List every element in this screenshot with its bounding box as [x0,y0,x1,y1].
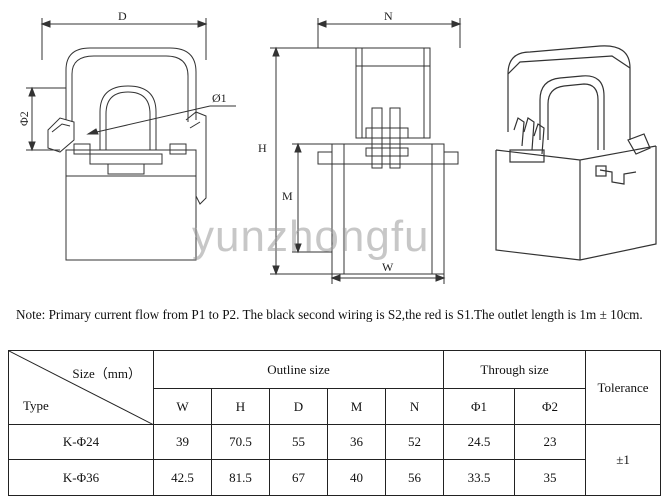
table-row: K-Φ36 42.5 81.5 67 40 56 33.5 35 [8,459,661,496]
spec-table: Size（mm） Type Outline size Through size … [8,350,662,496]
cell-h: 70.5 [211,424,270,460]
cell-h: 81.5 [211,459,270,496]
cell-w: 39 [153,424,212,460]
cell-n: 52 [384,424,445,460]
cell-w: 42.5 [153,459,212,496]
row-type: K-Φ36 [8,459,154,496]
dim-label-n: N [384,9,393,23]
column-header-n: N [384,388,445,425]
cell-d: 67 [269,459,328,496]
column-header-w: W [153,388,212,425]
cell-phi2: 23 [514,424,587,460]
type-label: Type [23,398,49,413]
tolerance-value: ±1 [585,424,662,496]
column-header-m: M [327,388,386,425]
column-header-d: D [269,388,328,425]
dim-label-w: W [382,260,394,274]
side-view [270,18,462,284]
size-unit-label: Size（mm） [72,366,141,381]
table-corner-cell: Size（mm） Type [8,350,154,425]
dim-label-h: H [258,141,267,155]
note-text: Note: Primary current flow from P1 to P2… [16,307,643,322]
isometric-view [495,45,657,261]
column-header-h: H [211,388,270,425]
cell-phi2: 35 [514,459,587,496]
corner-diagonal [9,351,154,425]
front-view [26,18,236,261]
cell-m: 40 [327,459,386,496]
table-row: K-Φ24 39 70.5 55 36 52 24.5 23 ±1 [8,424,662,496]
column-header-phi2: Φ2 [514,388,587,425]
dim-label-phi2: Φ2 [17,111,31,126]
through-size-header: Through size [443,350,587,389]
cell-n: 56 [384,459,445,496]
row-type: K-Φ24 [8,424,154,460]
technical-drawing: D N H M W Ø1 Φ2 [17,9,657,284]
watermark: yunzhongfu [192,212,430,261]
cell-d: 55 [269,424,328,460]
outline-size-header: Outline size [152,350,445,389]
dim-label-phi1: Ø1 [212,91,227,105]
cell-phi1: 33.5 [443,459,516,496]
cell-phi1: 24.5 [443,424,516,460]
dim-label-d: D [118,9,127,23]
dim-label-m: M [282,189,293,203]
tolerance-header: Tolerance [585,350,662,425]
column-header-phi1: Φ1 [443,388,516,425]
cell-m: 36 [327,424,386,460]
